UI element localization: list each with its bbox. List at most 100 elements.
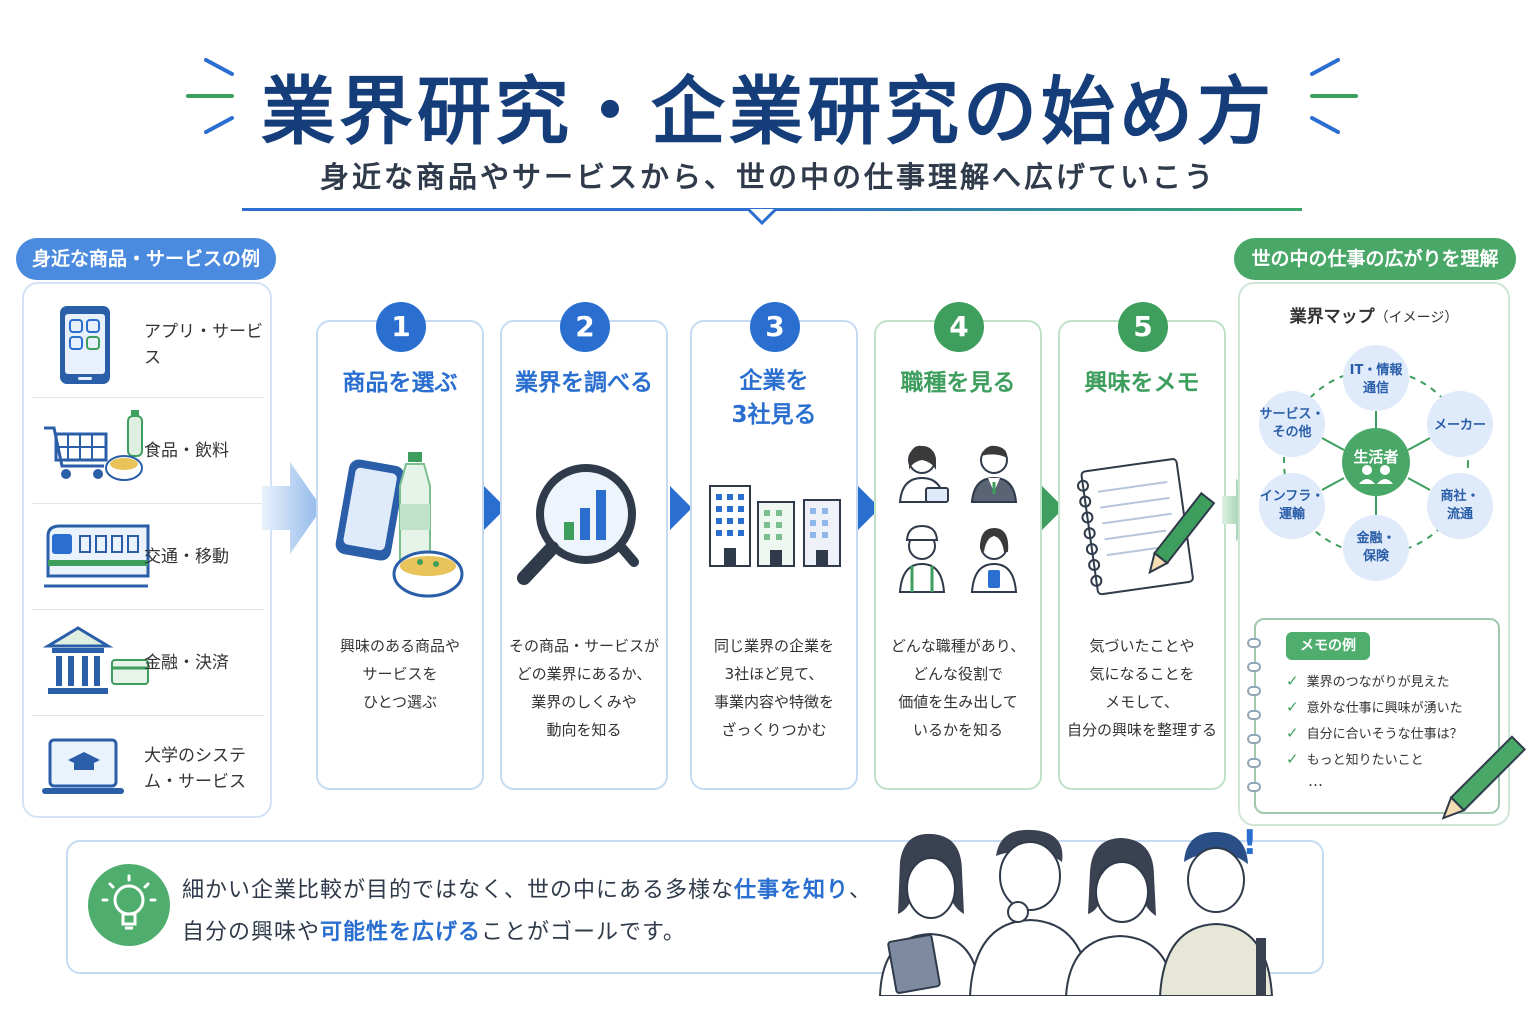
step-desc-line: どんな役割で [912, 665, 1003, 683]
center-node-label: 生活者 [1353, 448, 1398, 466]
memo-item: ✓ 意外な仕事に興味が湧いた [1286, 694, 1463, 720]
flow-arrow-icon [262, 462, 322, 554]
step-title-line: 3社見る [731, 402, 817, 428]
step-number: 3 [750, 302, 800, 352]
industry-map-title: 業界マップ（イメージ） [1240, 302, 1508, 327]
goal-highlight: 可能性を広げる [320, 920, 482, 945]
node-finance-label: 保険 [1362, 548, 1390, 564]
step-card-2: 2 業界を調べる その商品・サービスが どの業界にあるか、 業界のしくみや 動向… [500, 302, 668, 790]
step-title: 企業を 3社見る [692, 364, 856, 432]
check-icon: ✓ [1286, 724, 1299, 742]
node-infra-label: インフラ・ [1260, 489, 1325, 504]
step-card-3: 3 企業を 3社見る 同じ業界の企業を 3社ほど見て、 事業内容や特徴 [690, 302, 858, 790]
bank-icon [42, 626, 149, 694]
check-icon: ✓ [1286, 698, 1299, 716]
node-trading-label: 商社・ [1440, 488, 1479, 504]
step-desc-line: メモして、 [1105, 693, 1179, 711]
node-service-label: サービス・ [1259, 406, 1324, 422]
step-title: 興味をメモ [1084, 370, 1200, 396]
student-2-illustration [968, 829, 1092, 996]
memo-item: ✓自分に合いそうな仕事は？ [1286, 720, 1463, 746]
step-title-line: 企業を [739, 368, 809, 394]
step-desc: 同じ業界の企業を 3社ほど見て、 事業内容や特徴を ざっくりつかむ [692, 632, 856, 744]
industry-map-diagram: 生活者 IT・情報 通信 メーカー 商社・ 流通 金融・ 保険 インフラ・ 運輸… [1259, 345, 1493, 581]
memo-label: メモの例 [1286, 632, 1370, 660]
understanding-label: 世の中の仕事の広がりを理解 [1234, 238, 1516, 280]
page-subtitle: 身近な商品やサービスから、世の中の仕事理解へ広げていこう [319, 160, 1216, 194]
map-title-note: （イメージ） [1374, 310, 1459, 326]
step-arrow-icon [484, 486, 506, 530]
step-card-4: 4 職種を見る どんな職種があり、 どんな役割で 価値を生み出して いるかを知る [874, 302, 1042, 790]
title-right-sparkle-icon [1310, 58, 1358, 134]
step-desc-line: 気になることを [1089, 665, 1195, 683]
phone-bottle-food-icon [335, 452, 464, 598]
step-desc-line: 業界のしくみや [531, 693, 637, 711]
step-desc: どんな職種があり、 どんな役割で 価値を生み出して いるかを知る [876, 632, 1040, 744]
node-it-label: IT・情報 [1350, 362, 1404, 378]
step-arrow-icon [1042, 486, 1064, 530]
lightbulb-icon [88, 864, 170, 946]
step-desc: 気づいたことや 気になることを メモして、 自分の興味を整理する [1060, 632, 1224, 744]
memo-item: ✓ もっと知りたいこと [1286, 746, 1424, 772]
step-desc-line: いるかを知る [912, 721, 1003, 739]
example-label: 大学のシステム・サービス [144, 746, 246, 792]
memo-item: ✓業界のつながりが見えた [1286, 668, 1450, 694]
node-infra-label: 運輸 [1279, 506, 1306, 522]
step-title: 商品を選ぶ [342, 370, 458, 396]
students-illustration: ! [878, 826, 1274, 996]
student-3-illustration [1064, 838, 1176, 996]
example-label: 金融・決済 [144, 653, 229, 673]
step-number: 4 [934, 302, 984, 352]
node-service-label: その他 [1272, 424, 1311, 440]
laptop-graduation-icon [42, 738, 124, 794]
goal-text: 細かい企業比較が目的ではなく、世の中にある多様な [182, 878, 735, 903]
memo-item-text: もっと知りたいこと [1306, 753, 1424, 768]
step-desc-line: 動向を知る [546, 721, 622, 739]
examples-panel: アプリ・サービス 食品・飲料 交通・移動 [22, 282, 272, 818]
step-arrow-icon [670, 486, 692, 530]
step-desc-line: ひとつ選ぶ [363, 693, 437, 711]
step-desc-line: 同じ業界の企業を [713, 637, 834, 655]
step-number: 2 [560, 302, 610, 352]
example-item: 大学のシステム・サービス [32, 716, 264, 822]
buildings-icon [709, 485, 841, 567]
example-item: 金融・決済 [32, 610, 264, 716]
step-desc-line: 事業内容や特徴を [713, 693, 834, 711]
example-item: 交通・移動 [32, 504, 264, 610]
student-4-illustration: ! [1158, 826, 1274, 996]
title-left-sparkle-icon [186, 58, 234, 134]
node-trading-label: 流通 [1447, 506, 1473, 522]
step-number: 5 [1118, 302, 1168, 352]
memo-item-text: 業界のつながりが見えた [1306, 675, 1450, 690]
node-maker-label: メーカー [1434, 418, 1486, 433]
step-card-5: 5 興味をメモ 気づいたことや 気になることを メモして、 自分の興味を整理する [1058, 302, 1226, 790]
exclamation-icon: ! [1242, 826, 1258, 863]
step-desc-line: どの業界にあるか、 [516, 665, 652, 683]
notebook-pencil-icon [1076, 458, 1216, 596]
goal-message: 細かい企業比較が目的ではなく、世の中にある多様な仕事を知り、 自分の興味や可能性… [182, 870, 872, 954]
step-desc-line: その商品・サービスが [508, 637, 659, 655]
step-card-1: 1 商品を選ぶ 興味のある商品や サービスを ひとつ選ぶ [316, 302, 484, 790]
check-icon: ✓ [1286, 750, 1299, 768]
step-desc: 興味のある商品や サービスを ひとつ選ぶ [318, 632, 482, 716]
goal-highlight: 仕事を知り [734, 878, 850, 903]
student-1-illustration [878, 833, 982, 996]
train-icon [44, 524, 150, 588]
map-title-text: 業界マップ [1289, 307, 1375, 327]
workers-icon [898, 445, 1018, 593]
memo-item-text: 意外な仕事に興味が湧いた [1306, 701, 1463, 716]
magnifier-chart-icon [517, 464, 639, 585]
step-desc-line: 3社ほど見て、 [724, 665, 824, 683]
examples-label: 身近な商品・サービスの例 [16, 238, 276, 280]
step-arrow-icon [858, 486, 880, 530]
step-desc-line: ざっくりつかむ [721, 721, 827, 739]
example-item: アプリ・サービス [32, 292, 264, 398]
step-number: 1 [376, 302, 426, 352]
industry-map-panel: 業界マップ（イメージ） 生活者 IT・情報 通信 メーカー 商社・ 流通 金融・… [1238, 282, 1510, 826]
step-desc-line: 興味のある商品や [339, 637, 460, 655]
goal-text: 、 [849, 878, 873, 903]
memo-example-card: メモの例 ✓業界のつながりが見えた ✓意外な仕事に興味が湧いた ✓自分に合いそう… [1247, 618, 1500, 814]
step-title: 業界を調べる [515, 370, 653, 396]
smartphone-icon [60, 306, 110, 384]
step-desc-line: 価値を生み出して [898, 693, 1018, 711]
